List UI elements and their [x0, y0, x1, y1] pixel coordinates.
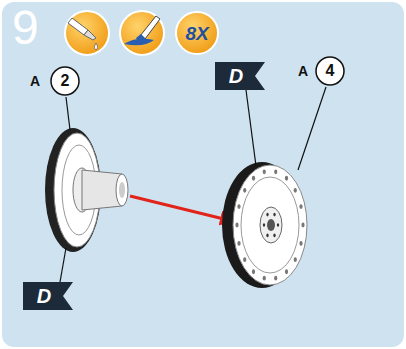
part-flag: D	[215, 62, 265, 90]
callout-number: 4	[315, 56, 345, 86]
flag-letter: D	[37, 286, 51, 306]
bolt-hole	[263, 223, 265, 227]
step-number: 9	[12, 4, 39, 52]
callout-text: 4	[326, 63, 335, 79]
wheel-hole	[299, 241, 302, 246]
bolt-hole	[266, 234, 268, 238]
wheel	[222, 162, 307, 288]
wheel-hole	[285, 176, 288, 181]
wheel-hole	[252, 176, 255, 181]
leader-lines	[60, 87, 326, 282]
wheel-hole	[263, 169, 266, 174]
assembly-arrow	[130, 196, 232, 221]
part-flag: D	[23, 282, 73, 310]
bolt-hole	[277, 223, 279, 227]
wheel-hole	[243, 257, 246, 262]
callout-number: 2	[50, 66, 80, 96]
wheel-hole	[285, 269, 288, 274]
wheel-with-axle	[45, 128, 128, 252]
wheel-hole	[294, 188, 297, 193]
wheel-hole	[235, 223, 238, 228]
quantity-text: 8X	[185, 24, 208, 43]
wheel-hole	[301, 223, 304, 228]
wheel-hole	[299, 204, 302, 209]
part-sheet-letter: A	[30, 74, 40, 88]
panel-ground	[2, 2, 404, 347]
wheel-hole	[294, 257, 297, 262]
wheel-hole	[237, 204, 240, 209]
wheel-hole	[237, 241, 240, 246]
wheel-hole	[274, 276, 277, 281]
quantity-icon: 8X	[175, 11, 219, 55]
bolt-hole	[266, 213, 268, 217]
bolt-hole	[273, 234, 275, 238]
callout-text: 2	[61, 73, 70, 89]
flag-letter: D	[229, 66, 243, 86]
wheel-hole	[243, 188, 246, 193]
wheel-hole	[274, 169, 277, 174]
part-sheet-letter: A	[298, 64, 308, 78]
bolt-hole	[273, 213, 275, 217]
glue-icon	[65, 11, 109, 55]
wheel-hole	[263, 276, 266, 281]
paint-icon	[120, 11, 164, 55]
wheel-hole	[252, 269, 255, 274]
